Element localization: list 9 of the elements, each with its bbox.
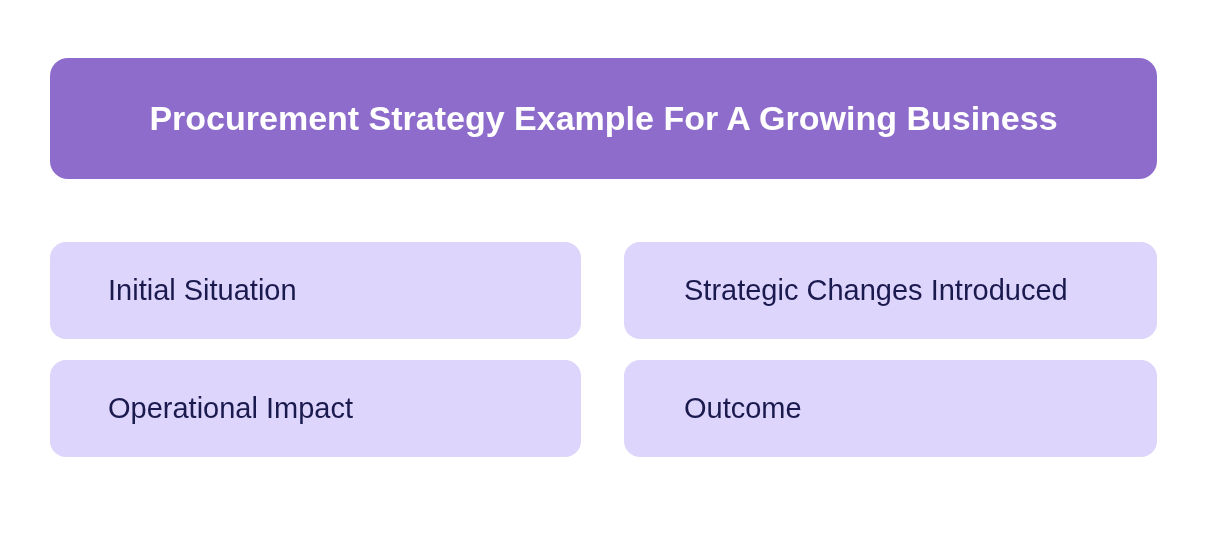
card-label: Outcome — [684, 391, 803, 427]
section-card — [624, 242, 1157, 339]
card-label: Initial Situation — [108, 273, 298, 309]
section-card — [50, 242, 581, 339]
card-label: Strategic Changes Introduced — [684, 273, 1069, 309]
title: Procurement Strategy Example For A Growing Business — [149, 98, 1058, 140]
card-label: Operational Impact — [108, 391, 354, 427]
section-card — [624, 360, 1157, 457]
section-card — [50, 360, 581, 457]
